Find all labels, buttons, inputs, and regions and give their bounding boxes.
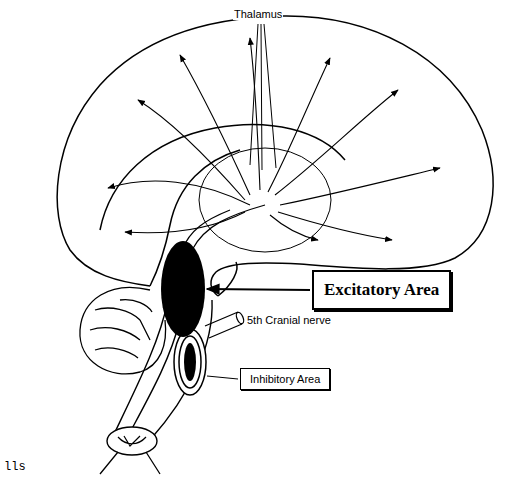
- thalamus-ellipse: [199, 148, 331, 252]
- area-label: Excitatory Area: [324, 280, 439, 300]
- cerebellum-folia: [90, 300, 152, 358]
- projection-arrow: [278, 212, 392, 240]
- nerve-label: 5th Cranial nerve: [246, 314, 332, 326]
- projection-arrow: [280, 168, 440, 205]
- inhibitory-oval: [174, 329, 206, 395]
- projection-arrow: [125, 212, 245, 233]
- nerve-end: [235, 311, 245, 324]
- temporal-hook: [218, 262, 237, 296]
- leader-line: [207, 376, 238, 379]
- projection-arrow: [268, 58, 330, 192]
- inhibitory-ring: [179, 336, 201, 388]
- corpus-callosum: [100, 125, 345, 230]
- projection-arrow: [108, 181, 250, 205]
- leader-line: [250, 24, 276, 170]
- spinal-roots: [100, 452, 160, 474]
- spinal-cord-section: [100, 427, 160, 474]
- cerebellum-outline: [80, 287, 166, 373]
- brain-outline: [57, 16, 493, 296]
- projection-arrow: [180, 55, 250, 195]
- excitatory-box: Excitatory Area: [312, 270, 451, 310]
- structure-label: Thalamus: [233, 8, 283, 20]
- thalamus-leaders: [250, 24, 276, 170]
- projection-arrow: [250, 38, 260, 190]
- cranial-nerve: [205, 311, 245, 338]
- inhibitory-region: [174, 329, 206, 395]
- grey-matter: [118, 436, 146, 446]
- tract-lines: [182, 205, 265, 250]
- spinal-cord-ellipse: [107, 427, 157, 455]
- fragment-text: lls: [3, 460, 27, 474]
- projection-arrow: [275, 90, 398, 195]
- projection-arrow: [270, 215, 318, 240]
- leader-line: [207, 289, 310, 290]
- inhibitory-core: [184, 343, 196, 381]
- cerebellum: [80, 287, 166, 373]
- excitatory-oval: [161, 241, 205, 337]
- inhibitory-box: Inhibitory Area: [240, 368, 330, 390]
- cerebrum-outline: [57, 16, 493, 296]
- ascending-tracts: [182, 205, 265, 250]
- area-label: Inhibitory Area: [250, 373, 320, 385]
- brainstem-inner-line: [128, 320, 180, 436]
